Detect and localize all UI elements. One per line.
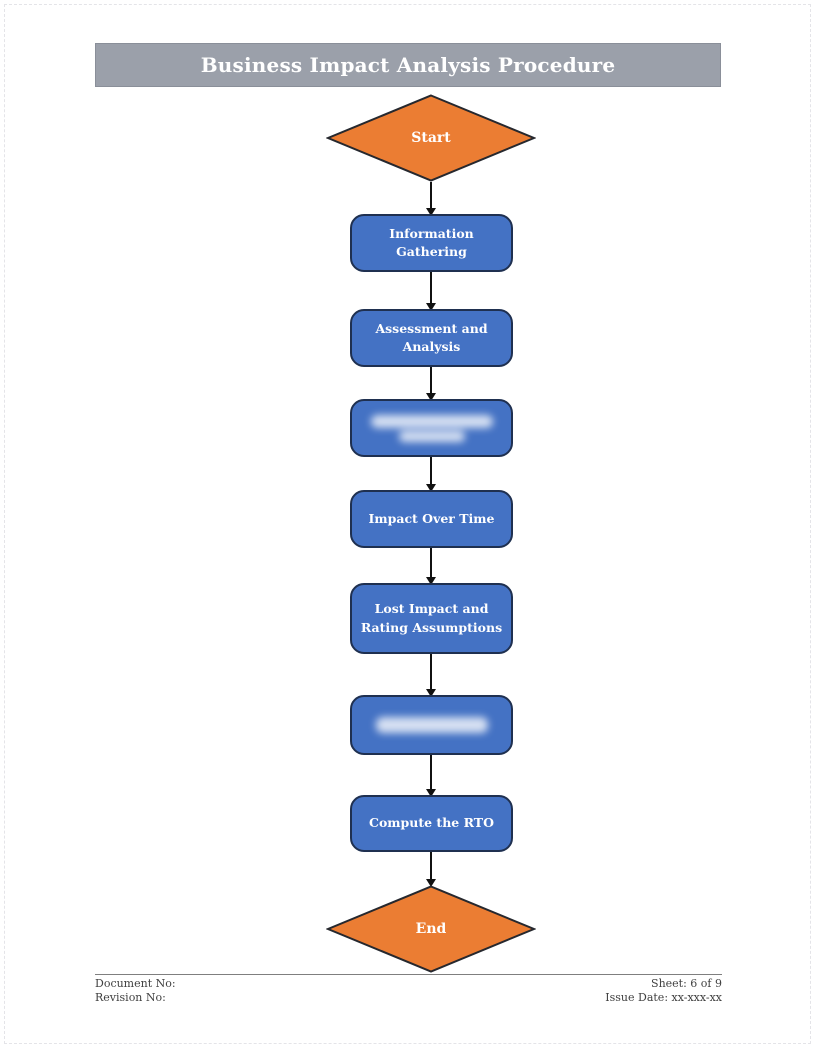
node-label: Compute the RTO bbox=[369, 815, 494, 831]
start-label: Start bbox=[411, 130, 451, 146]
flow-node-assessment-and-analysis: Assessment and Analysis bbox=[350, 309, 513, 367]
end-label: End bbox=[415, 921, 447, 937]
flow-arrow bbox=[430, 548, 432, 583]
page-title: Business Impact Analysis Procedure bbox=[200, 53, 616, 77]
footer-left-block: Document No: Revision No: bbox=[95, 977, 176, 1005]
node-label: Impact Over Time bbox=[368, 510, 495, 526]
flow-node-redacted-2 bbox=[350, 695, 513, 755]
flow-arrow bbox=[430, 852, 432, 885]
flow-node-compute-the-rto: Compute the RTO bbox=[350, 795, 513, 852]
flow-node-start: Start bbox=[326, 94, 536, 182]
flow-node-redacted-1 bbox=[350, 399, 513, 457]
sheet-label: Sheet: 6 of 9 bbox=[651, 977, 722, 990]
node-label: Assessment and Analysis bbox=[375, 320, 488, 354]
diamond-shape bbox=[326, 885, 536, 973]
flow-arrow bbox=[430, 457, 432, 490]
flow-node-end: End bbox=[326, 885, 536, 973]
title-bar: Business Impact Analysis Procedure bbox=[95, 43, 721, 87]
flow-arrow bbox=[430, 272, 432, 309]
flow-arrow bbox=[430, 182, 432, 214]
redacted-text-blur bbox=[352, 401, 511, 455]
document-no-label: Document No: bbox=[95, 977, 176, 990]
redacted-text-blur bbox=[352, 697, 511, 753]
flow-node-impact-over-time: Impact Over Time bbox=[350, 490, 513, 548]
footer-right-block: Sheet: 6 of 9 Issue Date: xx-xxx-xx bbox=[605, 977, 722, 1005]
flow-node-information-gathering: Information Gathering bbox=[350, 214, 513, 272]
flow-arrow bbox=[430, 654, 432, 695]
revision-no-label: Revision No: bbox=[95, 991, 166, 1004]
flow-node-lost-impact-and-rating-assumptions: Lost Impact and Rating Assumptions bbox=[350, 583, 513, 654]
diamond-shape bbox=[326, 94, 536, 182]
footer-divider bbox=[95, 974, 722, 975]
flow-arrow bbox=[430, 755, 432, 795]
node-label: Lost Impact and Rating Assumptions bbox=[360, 601, 503, 635]
issue-date-label: Issue Date: xx-xxx-xx bbox=[605, 991, 722, 1004]
node-label: Information Gathering bbox=[389, 225, 474, 259]
flow-arrow bbox=[430, 367, 432, 399]
